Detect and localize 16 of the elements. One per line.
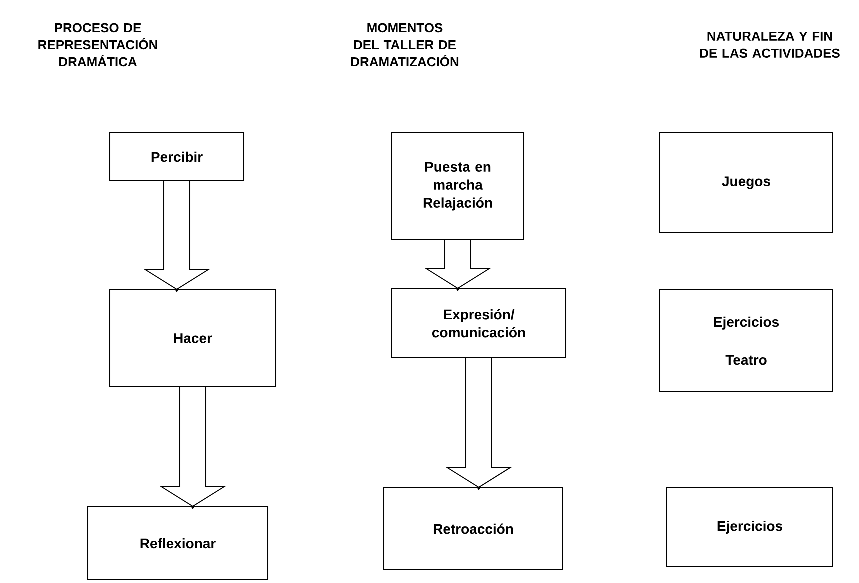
block-arrow [424,240,492,292]
process-box: Hacer [110,290,276,388]
process-box: Juegos [660,132,834,234]
block-arrow [143,181,211,292]
block-arrow [445,358,513,490]
block-arrow [159,387,227,510]
column-heading: PROCESO DE REPRESENTACIÓN DRAMÁTICA [38,23,158,67]
process-box: Ejercicios Teatro [660,290,834,392]
process-box: Percibir [110,132,244,182]
process-box: Expresión/ comunicación [392,288,566,358]
process-box: Retroacción [384,488,564,570]
column-heading: NATURALEZA Y FIN DE LAS ACTIVIDADES [700,32,840,58]
column-heading: MOMENTOS DEL TALLER DE DRAMATIZACIÓN [351,23,459,67]
process-box: Ejercicios [666,488,834,568]
process-box: Puesta en marcha Relajación [392,132,524,240]
process-box: Reflexionar [88,506,268,580]
